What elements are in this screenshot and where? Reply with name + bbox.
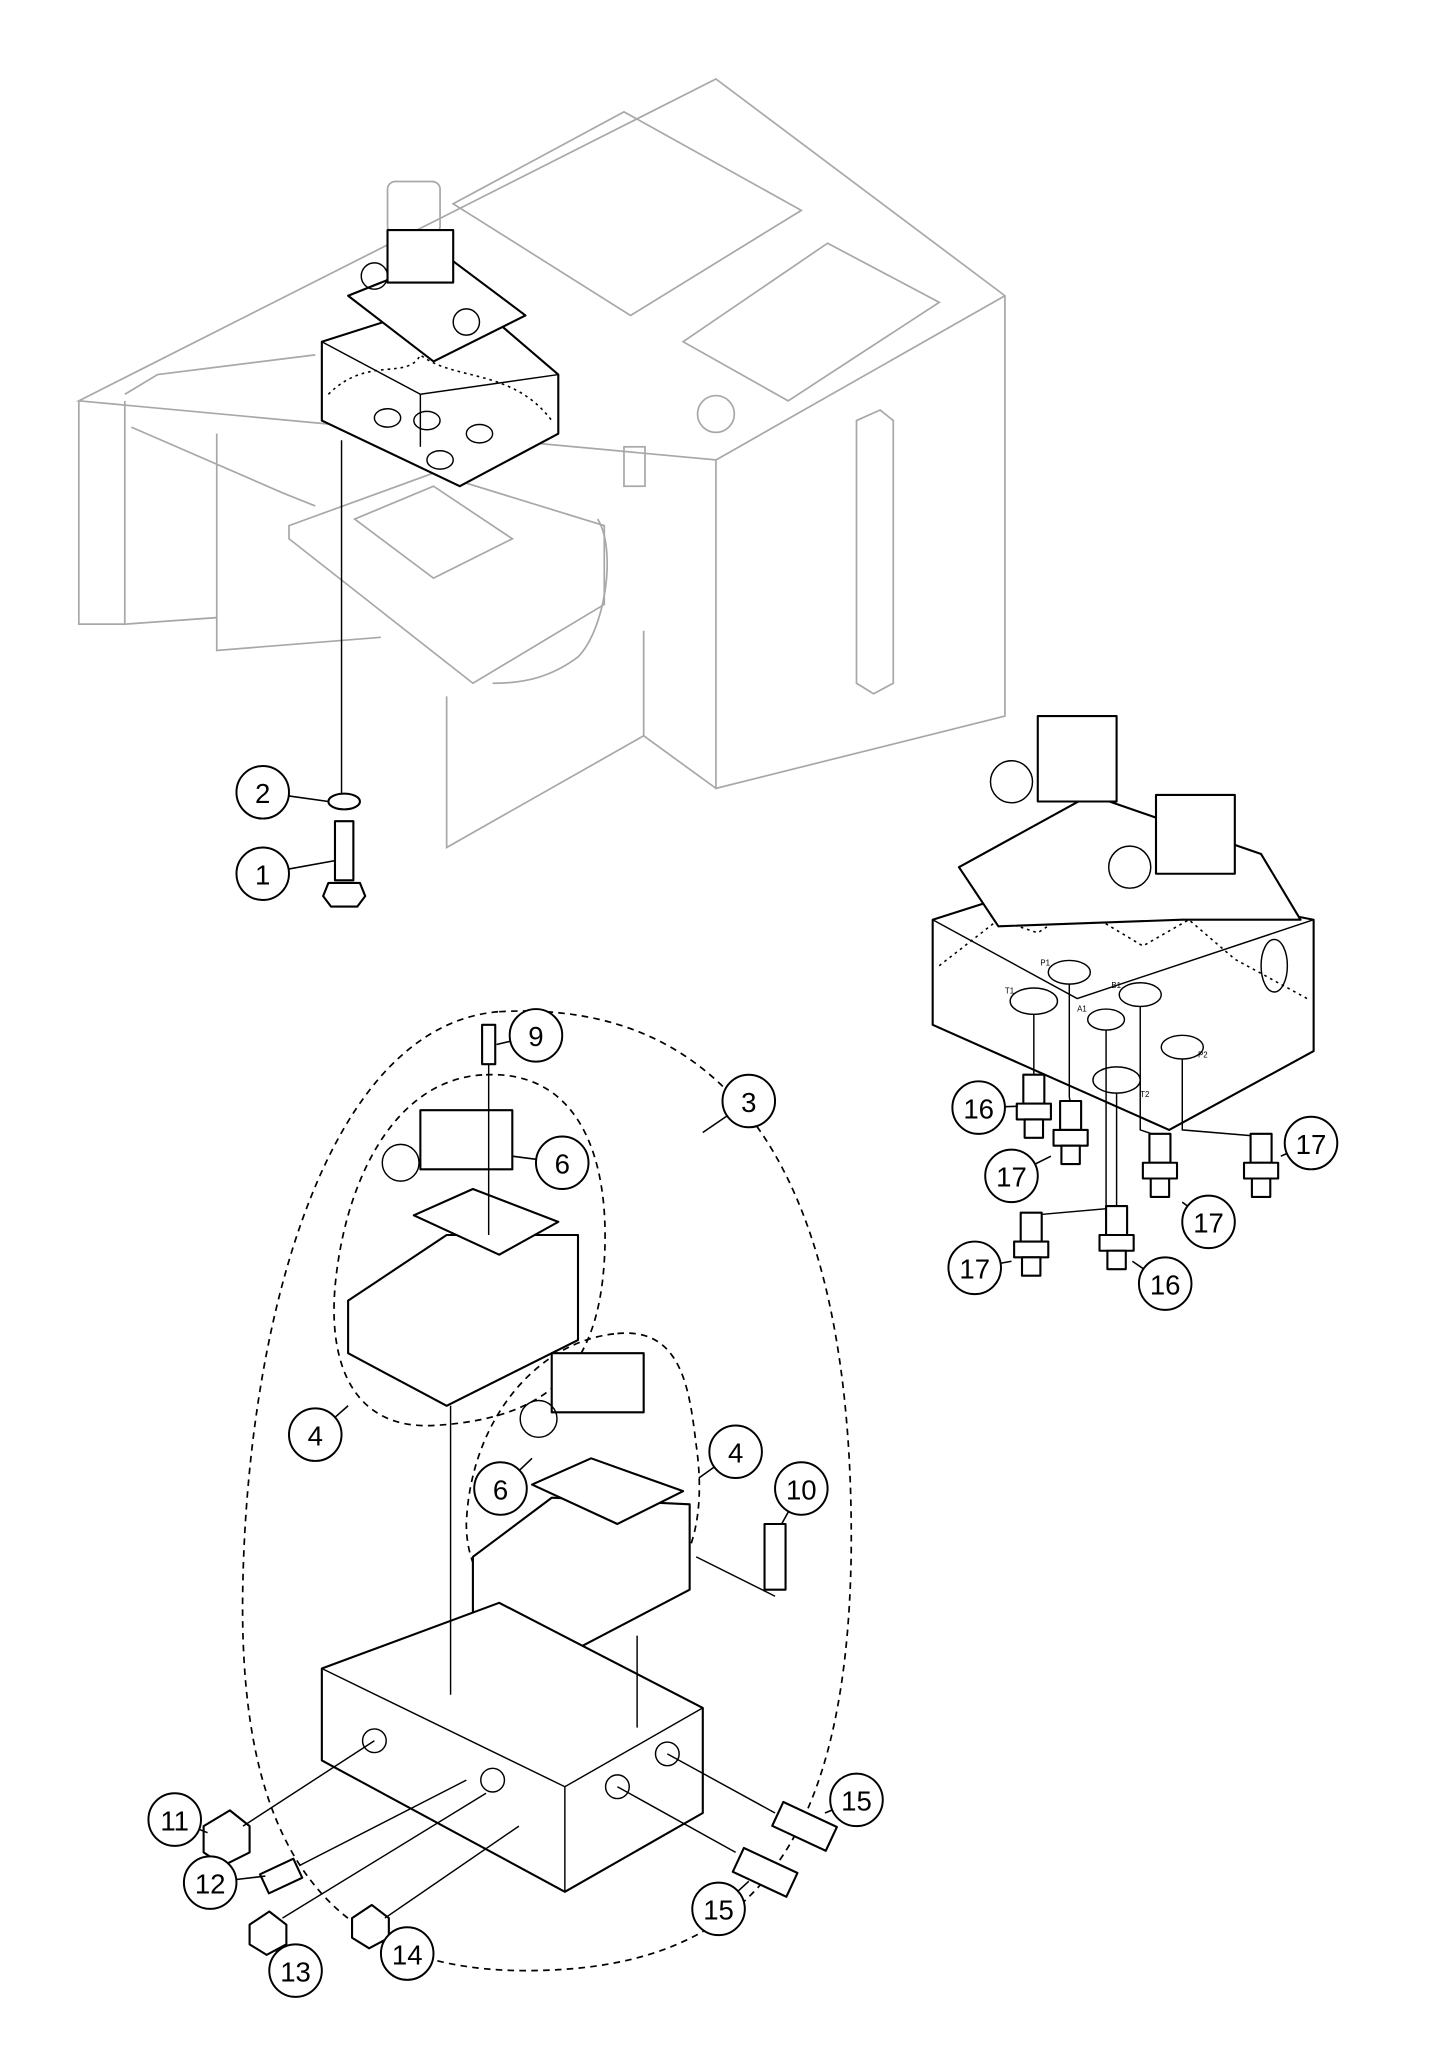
callout-number: 1: [255, 860, 270, 891]
callout-number: 6: [555, 1149, 570, 1180]
callout-number: 11: [160, 1805, 189, 1836]
callout-number: 4: [308, 1420, 323, 1451]
callout-number: 16: [1150, 1269, 1181, 1300]
callout-14: 14: [379, 1926, 435, 1981]
fitting: [1249, 1132, 1273, 1164]
callout-number: 14: [392, 1939, 423, 1970]
port-label: A1: [1077, 1005, 1087, 1014]
callout-6: 6: [512, 1135, 590, 1191]
fitting: [1148, 1132, 1172, 1164]
callout-17: 17: [947, 1240, 1012, 1296]
port-label: P1: [1040, 959, 1050, 968]
callout-3: 3: [702, 1073, 777, 1134]
callout-16: 16: [1131, 1256, 1193, 1311]
callout-4: 4: [698, 1424, 763, 1480]
callout-2: 2: [235, 765, 329, 820]
bolt-and-washer: [322, 440, 367, 908]
callout-number: 9: [528, 1021, 543, 1052]
callout-12: 12: [182, 1855, 266, 1910]
callout-6: 6: [473, 1457, 533, 1516]
callout-number: 15: [703, 1895, 734, 1926]
port-label: T1: [1005, 986, 1014, 995]
exploded-valve-assembly: [202, 1010, 853, 1972]
callout-labels: 2 1 9 3 6 4 6 4 10 11 12 13 14 15 15 16 17 17 17 17 16: [147, 765, 1339, 1998]
callout-number: 10: [786, 1474, 817, 1505]
callout-number: 6: [493, 1474, 508, 1505]
callout-13: 13: [268, 1943, 323, 1998]
port-label: P2: [1198, 1051, 1208, 1060]
callout-number: 17: [959, 1254, 990, 1285]
callout-number: 2: [255, 778, 270, 809]
callout-number: 12: [195, 1868, 226, 1899]
fitting: [1019, 1211, 1043, 1243]
callout-9: 9: [496, 1008, 564, 1063]
callout-15: 15: [824, 1772, 884, 1828]
callout-number: 17: [1296, 1129, 1327, 1160]
port-label: B1: [1111, 981, 1121, 990]
callout-17: 17: [1181, 1194, 1236, 1250]
manifold-underside-view: T1 P1 B1 A1 P2 T2: [931, 715, 1315, 1277]
hydraulic-tank-context: [75, 77, 1006, 849]
callout-number: 3: [741, 1087, 756, 1118]
callout-1: 1: [235, 846, 336, 902]
callout-number: 16: [963, 1093, 994, 1124]
callout-number: 4: [728, 1438, 743, 1469]
callout-11: 11: [147, 1792, 208, 1847]
callout-10: 10: [774, 1461, 829, 1525]
callout-number: 17: [996, 1162, 1027, 1193]
fitting: [1022, 1073, 1046, 1105]
installed-valve-manifold: [320, 229, 560, 488]
callout-4: 4: [288, 1405, 349, 1462]
callout-17: 17: [1280, 1115, 1339, 1171]
callout-number: 15: [841, 1786, 872, 1817]
fitting: [1059, 1099, 1083, 1131]
callout-number: 13: [280, 1956, 311, 1987]
callout-17: 17: [984, 1148, 1052, 1204]
port-label: T2: [1140, 1090, 1149, 1099]
callout-number: 17: [1193, 1208, 1224, 1239]
callout-16: 16: [951, 1080, 1019, 1135]
fitting: [1105, 1205, 1129, 1237]
callout-15: 15: [691, 1880, 750, 1937]
